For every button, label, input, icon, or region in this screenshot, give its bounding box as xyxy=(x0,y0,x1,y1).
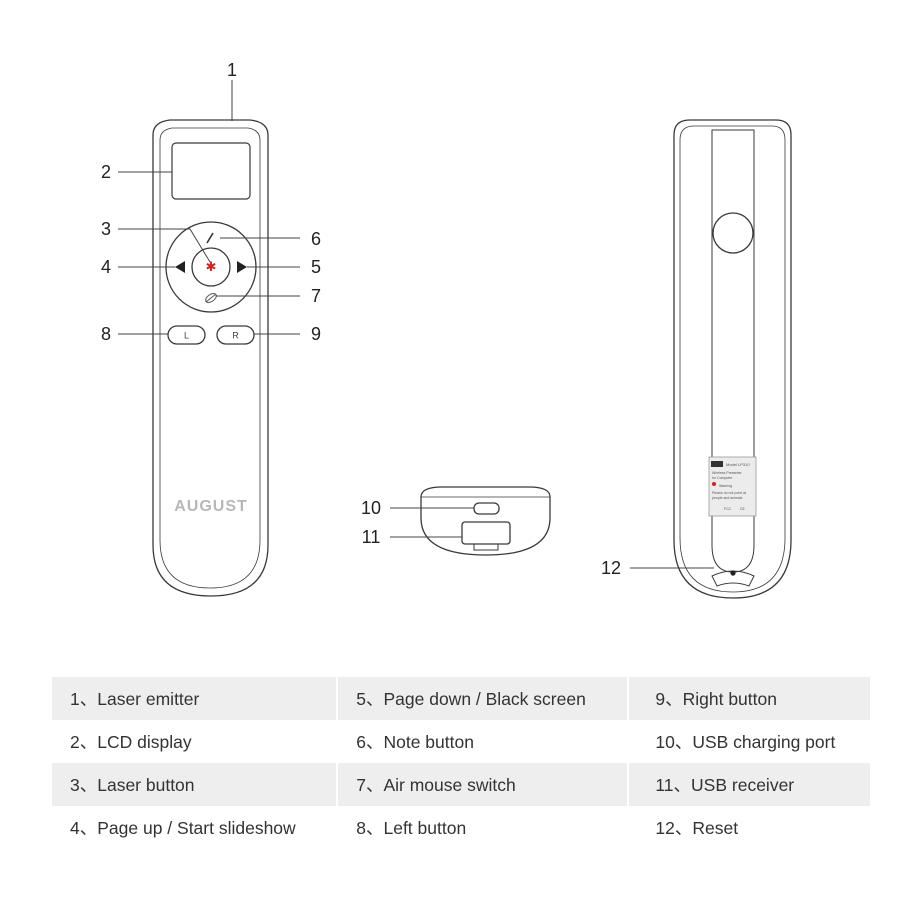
reset-slot xyxy=(711,570,755,587)
callout-12: 12 xyxy=(601,558,621,578)
legend-item: 4、Page up / Start slideshow xyxy=(52,806,337,849)
callout-line-3 xyxy=(118,228,211,263)
back-body-inner-edge xyxy=(679,125,786,593)
laser-star-icon: ✱ xyxy=(206,260,217,275)
legend-row: 1、Laser emitter 5、Page down / Black scre… xyxy=(52,677,870,720)
callout-10: 10 xyxy=(361,498,381,518)
callout-3: 3 xyxy=(101,219,111,239)
label-model-text: Model LP310 xyxy=(726,462,750,467)
front-body-inner-edge xyxy=(159,127,261,589)
back-product-label: Model LP310 Wireless Presenter for Compu… xyxy=(708,456,757,517)
end-view xyxy=(420,486,551,556)
note-pen-icon xyxy=(206,232,214,244)
legend-row: 4、Page up / Start slideshow 8、Left butto… xyxy=(52,806,870,849)
callout-9: 9 xyxy=(311,324,321,344)
legend-item: 7、Air mouse switch xyxy=(336,763,628,806)
page-up-arrow-icon xyxy=(175,261,185,273)
svg-text:people and animals: people and animals xyxy=(712,496,743,500)
back-body-outline xyxy=(673,119,792,599)
legend-item: 10、USB charging port xyxy=(627,720,870,763)
callout-1: 1 xyxy=(227,60,237,80)
legend-item: 8、Left button xyxy=(336,806,628,849)
svg-text:Warning: Warning xyxy=(719,484,732,488)
page-down-arrow-icon xyxy=(237,261,247,273)
front-view xyxy=(152,119,269,597)
callout-8: 8 xyxy=(101,324,111,344)
legend-item: 9、Right button xyxy=(627,677,870,720)
legend-row: 3、Laser button 7、Air mouse switch 11、USB… xyxy=(52,763,870,806)
callout-numbers: 1 2 3 4 5 6 7 8 9 10 11 12 xyxy=(101,60,621,578)
callout-5: 5 xyxy=(311,257,321,277)
right-button-label: R xyxy=(232,331,239,341)
svg-text:for Computer: for Computer xyxy=(712,476,733,480)
legend-item: 3、Laser button xyxy=(52,763,337,806)
legend-item: 11、USB receiver xyxy=(627,763,870,806)
legend-item: 2、LCD display xyxy=(52,720,337,763)
callout-7: 7 xyxy=(311,286,321,306)
callout-11: 11 xyxy=(362,527,381,547)
legend-item: 1、Laser emitter xyxy=(52,677,337,720)
usb-receiver xyxy=(461,521,511,545)
right-button xyxy=(216,325,255,345)
svg-text:Wireless Presenter: Wireless Presenter xyxy=(712,471,742,475)
brand-logo: AUGUST xyxy=(174,498,248,515)
svg-text:FCC: FCC xyxy=(724,507,732,511)
legend-item: 6、Note button xyxy=(336,720,628,763)
left-button-label: L xyxy=(184,331,189,341)
laser-button xyxy=(191,247,231,287)
svg-text:Please do not point at: Please do not point at xyxy=(712,491,746,495)
legend-item: 5、Page down / Black screen xyxy=(336,677,628,720)
front-body-outline xyxy=(152,119,269,597)
legend-table: 1、Laser emitter 5、Page down / Black scre… xyxy=(52,677,870,849)
usb-charging-port xyxy=(473,502,500,515)
svg-text:CE: CE xyxy=(740,507,746,511)
device-diagram: ✱ L R AUGUST Model LP310 Wireless Presen… xyxy=(101,60,792,599)
back-view xyxy=(673,119,792,599)
callout-lines xyxy=(118,80,714,569)
rear-round-cutout xyxy=(712,212,754,254)
label-laser-dot xyxy=(712,482,716,486)
callout-4: 4 xyxy=(101,257,111,277)
callout-6: 6 xyxy=(311,229,321,249)
left-button xyxy=(167,325,206,345)
reset-hole xyxy=(730,570,736,576)
legend-row: 2、LCD display 6、Note button 10、USB charg… xyxy=(52,720,870,763)
air-mouse-icon xyxy=(205,293,217,303)
end-view-outline xyxy=(420,486,551,556)
legend-item: 12、Reset xyxy=(627,806,870,849)
lcd-display xyxy=(171,142,251,200)
callout-2: 2 xyxy=(101,162,111,182)
front-glyphs: ✱ L R AUGUST xyxy=(174,232,248,515)
